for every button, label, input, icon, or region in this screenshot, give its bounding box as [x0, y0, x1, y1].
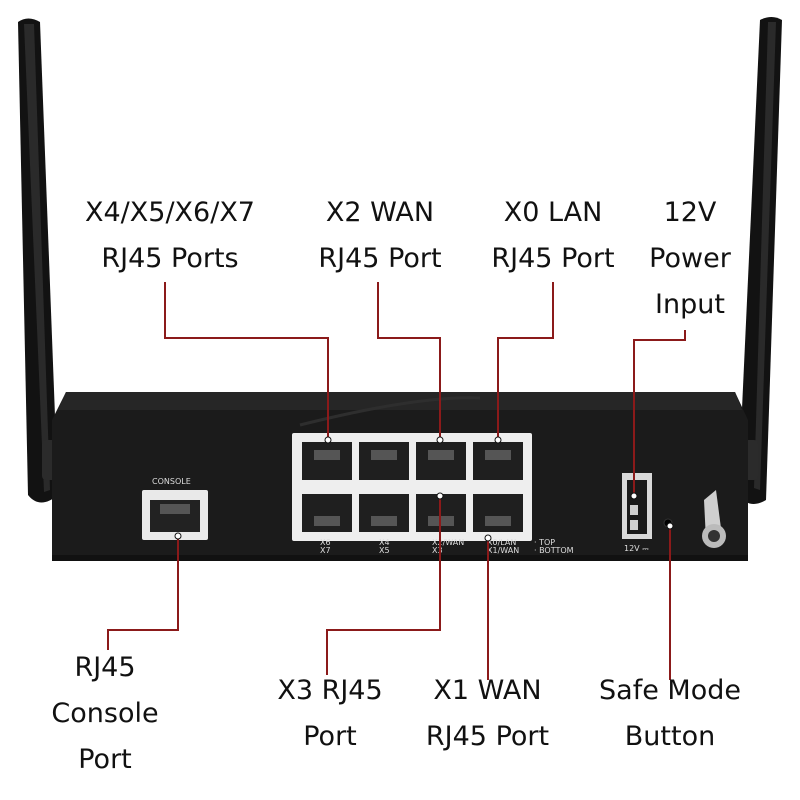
console-port — [142, 490, 208, 540]
label-x3-line2: Port — [303, 721, 357, 752]
top-silk-label: · TOP — [534, 538, 556, 547]
leader-x0-lan — [497, 282, 554, 440]
label-safe-mode-line2: Button — [624, 721, 716, 752]
label-x1-wan-port: X1 WAN RJ45 Port — [405, 668, 570, 760]
leader-x3 — [326, 496, 441, 675]
x2-wan-silk-label: X2/WAN — [432, 538, 465, 547]
label-x0-lan-line2: RJ45 Port — [491, 243, 615, 274]
label-safe-mode-button: Safe Mode Button — [585, 668, 755, 760]
x7-silk-label: X7 — [320, 546, 331, 555]
label-power-line2: Power — [649, 243, 731, 274]
leader-x4-x7 — [164, 282, 329, 440]
x3-silk-label: X3 — [432, 546, 443, 555]
bottom-silk-label: · BOTTOM — [534, 546, 574, 555]
label-x3-line1: X3 RJ45 — [277, 675, 383, 706]
label-x3-port: X3 RJ45 Port — [255, 668, 405, 760]
x6-silk-label: X6 — [320, 538, 331, 547]
label-x2-wan-line1: X2 WAN — [325, 197, 435, 228]
x4-silk-label: X4 — [379, 538, 390, 547]
label-x1-wan-line2: RJ45 Port — [425, 721, 550, 752]
label-x2-wan-port: X2 WAN RJ45 Port — [300, 190, 460, 282]
label-safe-mode-line1: Safe Mode — [599, 675, 741, 706]
label-x4-x7-line2: RJ45 Ports — [101, 243, 239, 274]
label-console-line2: Console — [51, 698, 159, 729]
label-x2-wan-line2: RJ45 Port — [318, 243, 442, 274]
leader-power — [633, 330, 686, 496]
label-x4-x7-ports: X4/X5/X6/X7 RJ45 Ports — [60, 190, 280, 282]
label-power-input: 12V Power Input — [630, 190, 750, 328]
label-console-line3: Port — [78, 744, 132, 775]
ground-screw — [702, 490, 726, 548]
console-silk-label: CONSOLE — [152, 477, 191, 486]
voltage-silk-label: 12V ⎓ — [624, 544, 649, 553]
label-x1-wan-line1: X1 WAN — [433, 675, 542, 706]
label-x0-lan-port: X0 LAN RJ45 Port — [473, 190, 633, 282]
leader-console — [107, 536, 179, 650]
leader-x2-wan — [377, 282, 441, 440]
label-power-line3: Input — [655, 289, 725, 320]
x0-lan-silk-label: X0/LAN — [487, 538, 517, 547]
label-console-port: RJ45 Console Port — [35, 645, 175, 783]
label-x0-lan-line1: X0 LAN — [503, 197, 603, 228]
x5-silk-label: X5 — [379, 546, 390, 555]
label-power-line1: 12V — [663, 197, 717, 228]
x1-wan-silk-label: X1/WAN — [487, 546, 520, 555]
label-x4-x7-line1: X4/X5/X6/X7 — [85, 197, 255, 228]
label-console-line1: RJ45 — [74, 652, 136, 683]
